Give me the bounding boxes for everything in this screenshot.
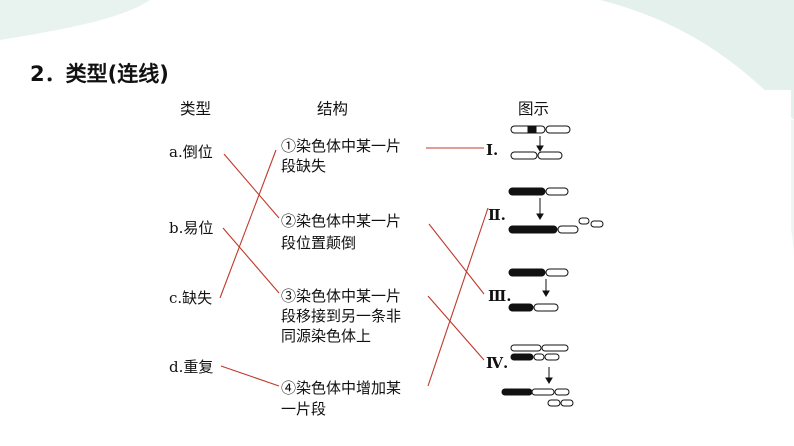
type-item-c: c.缺失 [169, 289, 213, 307]
figure-label-1: Ⅰ. [486, 141, 499, 159]
structure-1-line2: 段缺失 [281, 157, 327, 175]
figure-label-4: Ⅳ. [486, 354, 509, 372]
structure-2-line2: 段位置颠倒 [281, 234, 357, 252]
link-c-to-1 [219, 149, 277, 299]
chromosome-figure-1 [510, 125, 571, 160]
matching-panel: 类型 结构 图示 a.倒位 b.易位 c.缺失 d.重复 ①染色体中某一片 段缺… [166, 90, 791, 422]
link-b-to-3 [222, 227, 280, 294]
structure-3-line1: ③染色体中某一片 [281, 287, 402, 305]
chromosome-figure-2 [508, 187, 604, 234]
structure-1-line1: ①染色体中某一片 [281, 137, 402, 155]
chromosome-figure-4 [501, 344, 574, 407]
link-4-to-II [427, 207, 489, 387]
link-2-to-III [428, 223, 485, 295]
chromosome-figure-3 [508, 268, 569, 312]
link-d-to-4 [220, 365, 280, 387]
structure-2-line1: ②染色体中某一片 [281, 212, 402, 230]
diagram-svg [219, 125, 604, 407]
structure-4-line2: 一片段 [281, 400, 327, 418]
link-3-to-IV [427, 295, 485, 361]
header-figure: 图示 [518, 100, 550, 118]
type-item-a: a.倒位 [169, 143, 213, 161]
header-type: 类型 [180, 100, 212, 118]
figure-label-2: Ⅱ. [488, 206, 506, 224]
structure-4-line1: ④染色体中增加某 [281, 379, 402, 397]
structure-3-line3: 同源染色体上 [281, 327, 372, 345]
link-a-to-2 [223, 153, 280, 219]
header-structure: 结构 [317, 100, 349, 118]
structure-3-line2: 段移接到另一条非 [281, 307, 402, 325]
figure-label-3: Ⅲ. [488, 287, 512, 305]
type-item-b: b.易位 [169, 219, 214, 237]
section-title: 2．类型(连线) [30, 62, 169, 86]
type-item-d: d.重复 [169, 358, 214, 376]
